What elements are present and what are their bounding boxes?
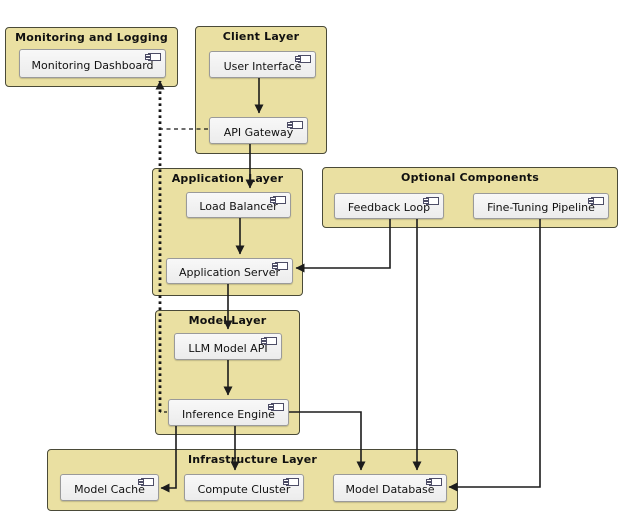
package-optional-components: Optional Components Feedback Loop Fine-T… (322, 167, 618, 228)
component-label: Monitoring Dashboard (31, 58, 154, 72)
component-icon (138, 478, 154, 486)
component-label: Inference Engine (182, 407, 275, 421)
package-title-infrastructure-layer: Infrastructure Layer (187, 453, 318, 466)
component-model-database: Model Database (333, 474, 447, 502)
component-label: Model Database (345, 483, 435, 496)
package-title-application-layer: Application Layer (171, 172, 284, 185)
component-llm-model-api: LLM Model API (174, 333, 282, 360)
component-user-interface: User Interface (209, 51, 316, 78)
component-fine-tuning-pipeline: Fine-Tuning Pipeline (473, 193, 609, 219)
package-model-layer: Model Layer LLM Model API Inference Engi… (155, 310, 300, 435)
component-label: Compute Cluster (197, 482, 291, 496)
component-icon (588, 197, 604, 205)
component-compute-cluster: Compute Cluster (184, 474, 304, 501)
component-icon (272, 262, 288, 270)
package-monitoring-and-logging: Monitoring and Logging Monitoring Dashbo… (5, 27, 178, 87)
component-label: Application Server (178, 266, 281, 279)
package-title-monitoring-and-logging: Monitoring and Logging (15, 31, 168, 44)
component-icon (295, 55, 311, 63)
package-title-client-layer: Client Layer (222, 30, 300, 43)
package-application-layer: Application Layer Load Balancer Applicat… (152, 168, 303, 296)
package-title-model-layer: Model Layer (188, 314, 267, 327)
component-load-balancer: Load Balancer (186, 192, 291, 218)
component-label: Feedback Loop (347, 201, 431, 214)
component-icon (145, 53, 161, 61)
component-label: Load Balancer (199, 200, 278, 213)
component-monitoring-dashboard: Monitoring Dashboard (19, 49, 166, 78)
component-icon (261, 337, 277, 345)
component-api-gateway: API Gateway (209, 117, 308, 144)
component-icon (270, 196, 286, 204)
component-label: API Gateway (223, 125, 294, 139)
component-application-server: Application Server (166, 258, 293, 284)
package-title-optional-components: Optional Components (401, 171, 539, 184)
component-icon (287, 121, 303, 129)
component-label: Fine-Tuning Pipeline (487, 201, 595, 214)
component-icon (426, 478, 442, 486)
package-infrastructure-layer: Infrastructure Layer Model Cache Compute… (47, 449, 458, 511)
component-label: LLM Model API (188, 341, 268, 355)
component-inference-engine: Inference Engine (168, 399, 289, 426)
component-icon (423, 197, 439, 205)
package-client-layer: Client Layer User Interface API Gateway (195, 26, 327, 154)
component-icon (283, 478, 299, 486)
component-model-cache: Model Cache (60, 474, 159, 501)
component-label: Model Cache (74, 482, 145, 496)
component-label: User Interface (223, 59, 302, 73)
component-icon (268, 403, 284, 411)
component-feedback-loop: Feedback Loop (334, 193, 444, 219)
edge-fine-tuning-pipeline-to-model-database (448, 218, 541, 492)
